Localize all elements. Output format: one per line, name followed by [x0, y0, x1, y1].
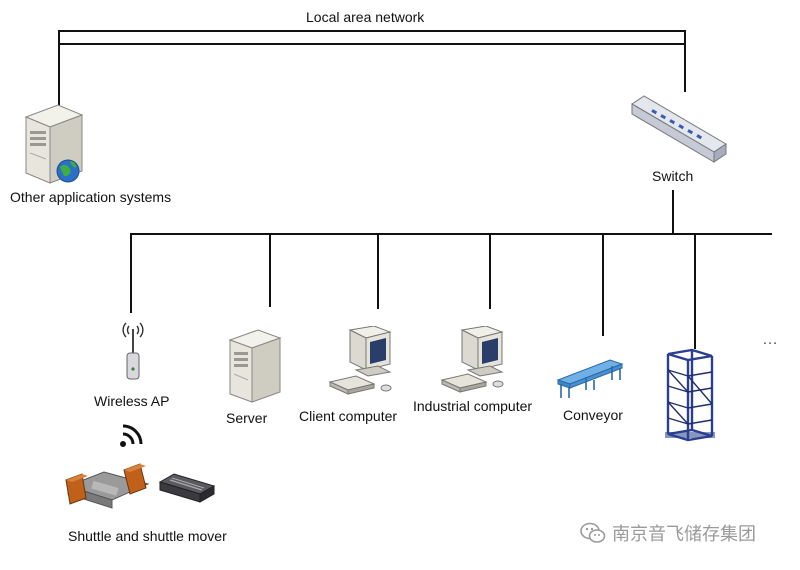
conveyor-label: Conveyor — [563, 407, 623, 423]
more-ellipsis: … — [762, 331, 778, 348]
shuttle-mover-icon — [156, 470, 218, 506]
industrial-computer-label: Industrial computer — [413, 398, 533, 414]
drop-conveyor — [602, 233, 604, 336]
server-icon — [224, 328, 286, 404]
switch-icon — [630, 94, 728, 164]
desktop-computer-icon — [440, 326, 512, 394]
server-globe-icon — [18, 103, 90, 185]
watermark: 南京音飞储存集团 — [580, 518, 756, 548]
wechat-icon — [580, 522, 606, 544]
main-bus-line — [130, 233, 772, 235]
shuttle-label: Shuttle and shuttle mover — [68, 528, 227, 544]
shuttle-icon — [64, 462, 152, 514]
lan-label: Local area network — [306, 9, 425, 25]
lan-top-line — [58, 30, 686, 32]
drop-server — [269, 233, 271, 307]
other-systems-label: Other application systems — [10, 189, 172, 205]
drop-industrial — [489, 233, 491, 309]
conveyor-icon — [556, 354, 626, 400]
switch-label: Switch — [652, 168, 694, 184]
desktop-computer-icon — [328, 326, 400, 400]
lan-left-drop — [58, 30, 60, 108]
switch-to-bus-line — [672, 190, 674, 234]
wifi-signal-icon — [117, 424, 151, 450]
server-label: Server — [226, 410, 268, 426]
drop-wireless-ap — [130, 233, 132, 313]
access-point-icon — [118, 317, 148, 383]
drop-client — [377, 233, 379, 309]
storage-rack-icon — [662, 348, 718, 444]
watermark-text: 南京音飞储存集团 — [612, 524, 756, 545]
client-computer-label: Client computer — [299, 408, 398, 424]
lan-right-drop — [684, 30, 686, 92]
lan-inner-line — [58, 43, 686, 45]
wireless-ap-label: Wireless AP — [94, 393, 170, 409]
drop-rack — [694, 233, 696, 349]
